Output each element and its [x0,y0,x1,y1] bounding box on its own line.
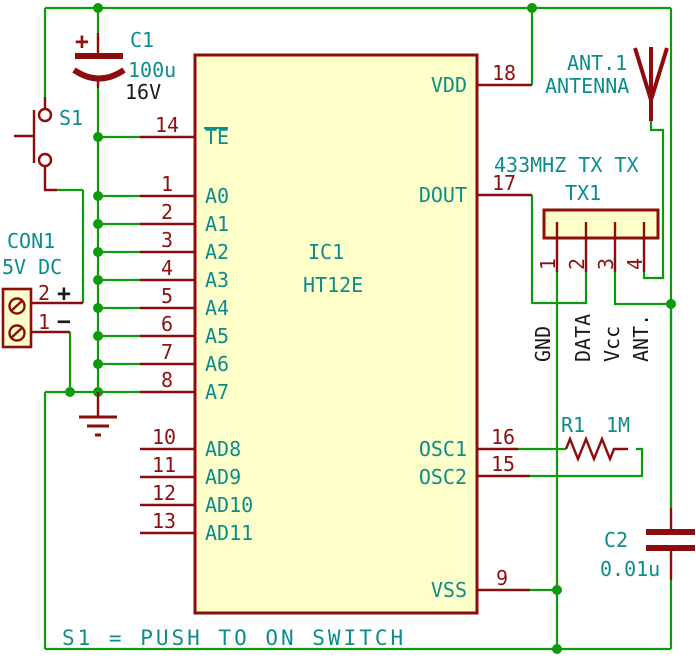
pin-num-8: 8 [161,368,173,392]
pin-name-a4: A4 [205,296,229,320]
con1-value: 5V DC [2,255,62,279]
ic-address-data-pin-stubs [140,447,195,535]
pin-name-osc2: OSC2 [419,465,467,489]
tx-pin-stubs [555,222,646,272]
c2-value: 0.01u [600,557,660,581]
pin-name-a1: A1 [205,212,229,236]
con1-reference: CON1 [7,229,55,253]
switch-to-con1-plus-wire [57,188,85,303]
pin-num-15: 15 [491,452,515,476]
tx-pin3-name: Vcc [600,326,624,362]
tx-pin1-number: 1 [536,258,560,270]
r1-value: 1M [606,413,630,437]
pin-num-9: 9 [496,566,508,590]
tx-pin3-number: 3 [594,258,618,270]
tx-pin4-number: 4 [623,258,647,270]
ic-part-number: HT12E [303,273,363,297]
s1-reference: S1 [59,106,83,130]
pin-num-14: 14 [155,113,179,137]
pin-name-vdd: VDD [431,73,467,97]
pin-name-ad10: AD10 [205,493,253,517]
s1-bottom-contact [37,152,53,168]
ic-body [193,53,479,615]
con1-plus-sign: + [57,281,71,307]
pin-name-osc1: OSC1 [419,437,467,461]
tx-pin1-name: GND [531,326,555,362]
pin-name-a2: A2 [205,240,229,264]
resistor-r1-symbol: R1 1M [561,413,630,463]
s1-actuator [14,110,36,163]
pin-name-dout: DOUT [419,183,467,207]
c1-plus-sign: + [75,29,89,55]
ic-left-pin-stubs [140,135,195,394]
pin-num-16: 16 [491,425,515,449]
pin-num-18: 18 [492,61,516,85]
c2-reference: C2 [604,528,628,552]
c1-value: 100u [128,58,176,82]
antenna-symbol: ANT.1 ANTENNA [545,47,669,121]
tx-pin2-number: 2 [565,258,589,270]
ic-ht12e-symbol: IC1 HT12E TE A0 A1 A2 A3 A4 A5 A6 A7 AD8… [140,53,532,615]
con1-screw-1 [8,324,26,342]
pin-name-ad11: AD11 [205,521,253,545]
pin-num-7: 7 [161,340,173,364]
pin-num-12: 12 [152,481,176,505]
pin-num-2: 2 [161,200,173,224]
c1-voltage: 16V [125,80,161,104]
tx-heading: 433MHZ TX TX [494,153,639,177]
pin-num-1: 1 [161,172,173,196]
antenna-wire [642,121,665,280]
switch-s1-symbol: S1 [14,97,83,192]
pin-num-6: 6 [161,312,173,336]
schematic-note: S1 = PUSH TO ON SWITCH [62,626,406,650]
dout-to-data-wire [530,195,588,305]
pin-num-3: 3 [161,228,173,252]
capacitor-c2-symbol: C2 0.01u [600,508,695,581]
tx-body [542,208,660,240]
ic-reference: IC1 [308,240,344,264]
antenna-label: ANTENNA [545,74,629,98]
pin-name-vss: VSS [431,578,467,602]
s1-top-contact [37,107,53,123]
c1-reference: C1 [130,28,154,52]
ground-symbol [79,392,117,437]
c1-bottom-plate [72,67,126,82]
con1-screw-2 [8,297,26,315]
pin-num-11: 11 [152,453,176,477]
osc2-loop-wire [530,447,644,478]
pin-name-a0: A0 [205,184,229,208]
pin-name-a6: A6 [205,352,229,376]
vcc-wire [613,272,671,306]
con1-minus-sign: − [57,309,71,335]
pin-num-4: 4 [161,256,173,280]
r1-zigzag [564,435,628,463]
tx-reference: TX1 [565,181,601,205]
pin-name-a3: A3 [205,268,229,292]
tx-pin4-name: ANT. [629,314,653,362]
pin-name-a5: A5 [205,324,229,348]
con1-pin2-number: 2 [38,281,50,305]
pin-name-ad9: AD9 [205,465,241,489]
tx-module-symbol: 433MHZ TX TX TX1 1 2 3 4 GND DATA Vcc AN… [494,153,660,362]
pin-num-17: 17 [492,171,516,195]
pin-num-10: 10 [152,425,176,449]
ic-right-pin-stubs [477,83,532,592]
signal-wires [518,8,673,508]
connector-con1-symbol: CON1 5V DC 2 + 1 − [1,229,83,349]
pin-num-5: 5 [161,284,173,308]
r1-reference: R1 [561,413,585,437]
con1-pin1-number: 1 [38,310,50,334]
capacitor-c1-symbol: + C1 100u 16V [72,28,176,104]
ic-left-pin-wires [98,135,140,394]
junction-dots [65,3,676,654]
pin-name-ad8: AD8 [205,437,241,461]
antenna-reference: ANT.1 [567,51,627,75]
pin-name-a7: A7 [205,380,229,404]
pin-num-13: 13 [152,509,176,533]
pin-name-te: TE [205,125,229,149]
tx-pin2-name: DATA [571,314,595,362]
